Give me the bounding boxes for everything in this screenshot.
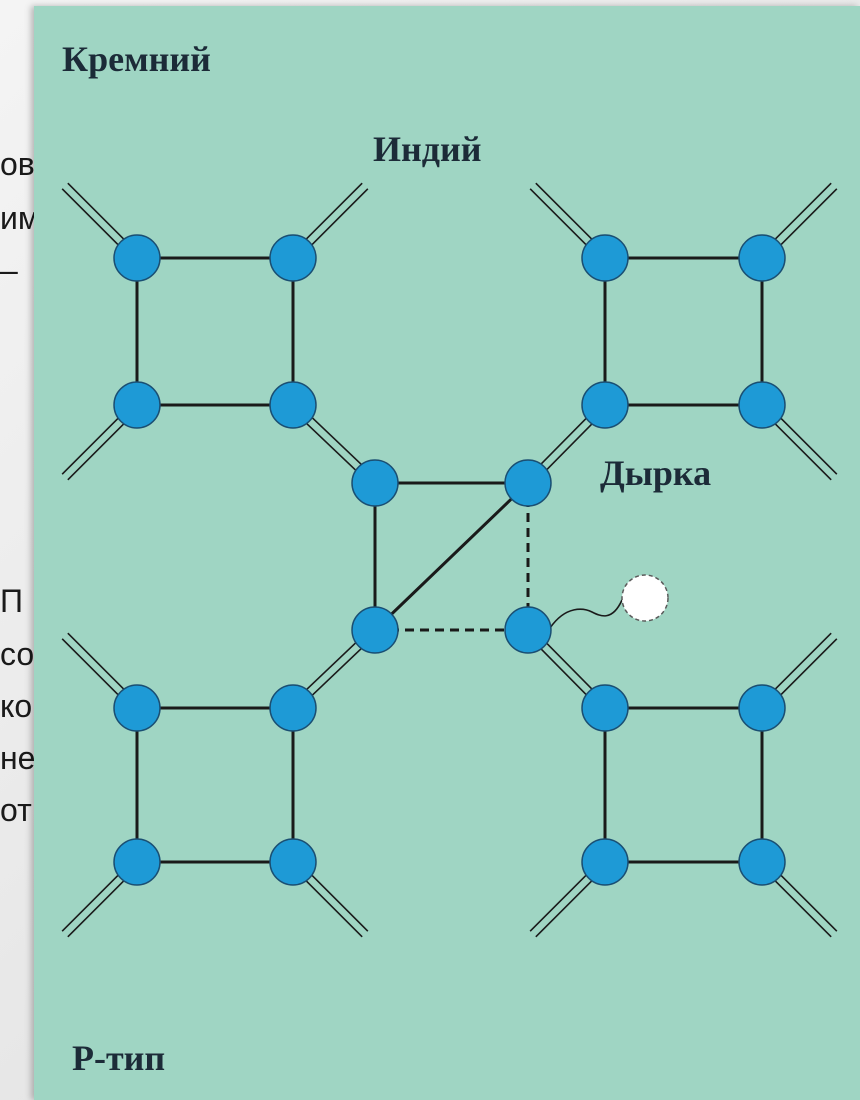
silicon-atom xyxy=(739,839,785,885)
bond-lines xyxy=(62,183,837,937)
silicon-atom xyxy=(352,460,398,506)
silicon-atom xyxy=(739,235,785,281)
label-silicon: Кремний xyxy=(62,38,211,80)
silicon-atom xyxy=(739,685,785,731)
label-indium: Индий xyxy=(373,128,481,170)
silicon-atom xyxy=(270,685,316,731)
indium-atom xyxy=(352,607,398,653)
silicon-atom xyxy=(582,235,628,281)
silicon-atom xyxy=(114,382,160,428)
silicon-atom xyxy=(582,685,628,731)
silicon-atom xyxy=(582,382,628,428)
hole-connector-line xyxy=(550,600,622,628)
silicon-atom xyxy=(114,235,160,281)
silicon-atom xyxy=(582,839,628,885)
label-p-type: P-тип xyxy=(72,1037,165,1079)
silicon-atom xyxy=(114,839,160,885)
label-hole: Дырка xyxy=(600,452,711,494)
silicon-atom xyxy=(505,460,551,506)
silicon-atom xyxy=(505,607,551,653)
silicon-atom xyxy=(270,382,316,428)
silicon-atom xyxy=(739,382,785,428)
silicon-atom xyxy=(270,235,316,281)
silicon-atom xyxy=(114,685,160,731)
silicon-atom xyxy=(270,839,316,885)
hole-marker xyxy=(622,575,668,621)
center-bond xyxy=(375,483,528,630)
